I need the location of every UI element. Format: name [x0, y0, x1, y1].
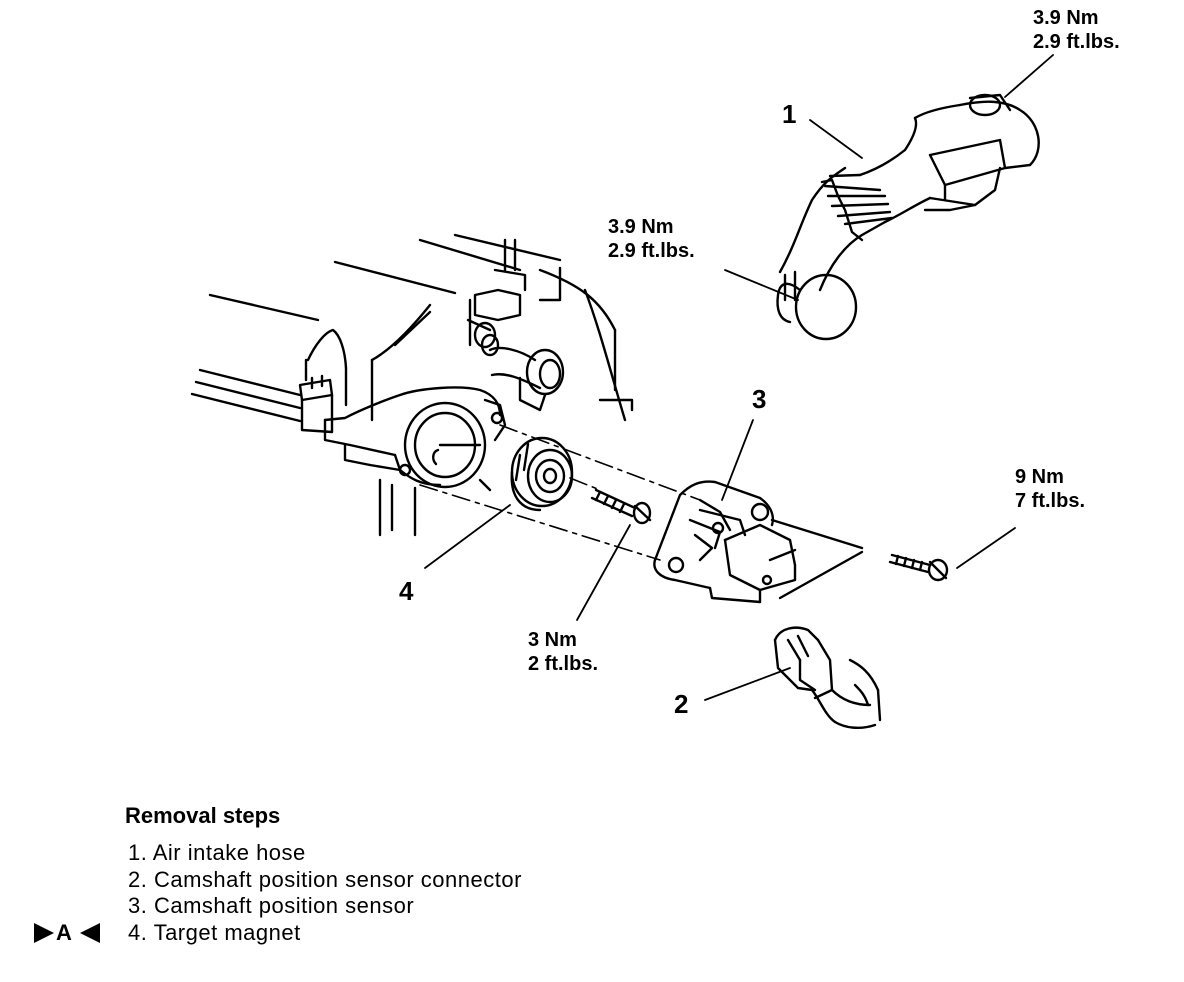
- torque-magnet-bolt-ftlbs: 2 ft.lbs.: [528, 653, 599, 675]
- callout-1: 1: [782, 99, 797, 129]
- spark-plug-cap: [298, 328, 348, 434]
- alignment-lines: [419, 424, 701, 561]
- torque-sensor-bolt-ftlbs: 7 ft.lbs.: [1015, 490, 1086, 512]
- torque-sensor-bolt-nm: 9 Nm: [1015, 466, 1064, 488]
- callout-3: 3: [752, 384, 767, 414]
- marker-arrows: [34, 923, 100, 943]
- torque-magnet-bolt-nm: 3 Nm: [528, 629, 577, 651]
- torque-hose-top-ftlbs: 2.9 ft.lbs.: [1033, 31, 1120, 53]
- sensor-bolt: [770, 518, 949, 600]
- removal-step-2: 2. Camshaft position sensor connector: [128, 867, 522, 892]
- removal-steps-title: Removal steps: [125, 803, 281, 828]
- camshaft-position-sensor: [653, 480, 797, 604]
- torque-hose-top-nm: 3.9 Nm: [1033, 7, 1099, 29]
- magnet-bolt: [590, 488, 652, 525]
- torque-hose-clamp-ftlbs: 2.9 ft.lbs.: [608, 240, 695, 262]
- torque-hose-clamp-nm: 3.9 Nm: [608, 216, 674, 238]
- callout-4: 4: [399, 576, 414, 606]
- target-magnet: [510, 436, 574, 512]
- step-marker-a: A: [56, 920, 72, 945]
- cylinder-head: [190, 233, 634, 537]
- sensor-housing: [323, 386, 507, 492]
- removal-step-4: 4. Target magnet: [128, 920, 301, 945]
- removal-step-3: 3. Camshaft position sensor: [128, 893, 415, 918]
- air-intake-hose: [776, 93, 1040, 341]
- removal-step-1: 1. Air intake hose: [128, 840, 306, 865]
- leader-lines: [424, 54, 1054, 701]
- callout-2: 2: [674, 689, 689, 719]
- sensor-connector: [773, 626, 882, 730]
- breather-fitting: [466, 238, 565, 412]
